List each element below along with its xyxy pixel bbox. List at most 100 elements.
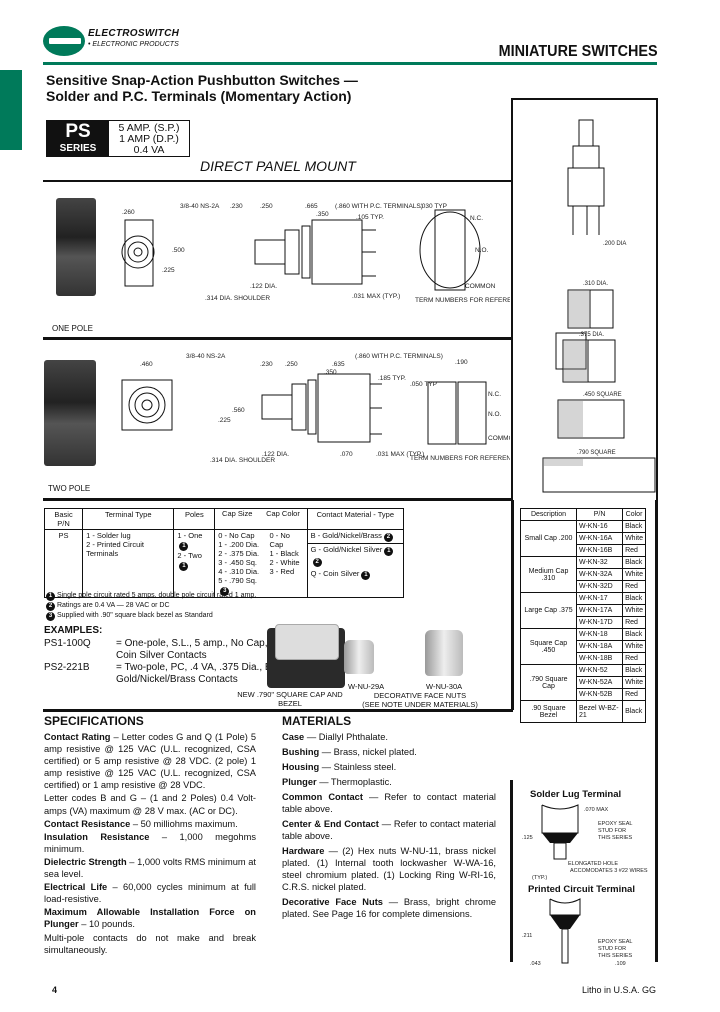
divider (655, 500, 658, 780)
svg-text:TERM NUMBERS FOR REFERENCE ONL: TERM NUMBERS FOR REFERENCE ONLY (410, 455, 510, 462)
svg-text:.109: .109 (615, 961, 626, 967)
square-cap-bezel-photo (267, 624, 345, 688)
one-pole-label: ONE POLE (52, 324, 93, 333)
svg-text:3/8-40 NS-2A: 3/8-40 NS-2A (180, 203, 220, 210)
svg-text:.225: .225 (218, 417, 231, 424)
divider (43, 180, 513, 182)
svg-text:COMMON: COMMON (488, 435, 510, 442)
svg-text:N.C.: N.C. (488, 391, 501, 398)
svg-text:.031 MAX (TYP.): .031 MAX (TYP.) (352, 293, 400, 300)
svg-text:.450 SQUARE: .450 SQUARE (583, 392, 622, 398)
cap-colors: 0 - No Cap 1 - Black 2 - White 3 - Red (266, 529, 308, 598)
page-number: 4 (52, 985, 58, 995)
svg-text:.105 TYP.: .105 TYP. (356, 214, 384, 221)
svg-text:.560: .560 (232, 407, 245, 414)
svg-text:.314 DIA. SHOULDER: .314 DIA. SHOULDER (210, 457, 275, 464)
svg-text:.122 DIA.: .122 DIA. (250, 283, 277, 290)
svg-text:.125: .125 (522, 835, 533, 841)
svg-text:.310 DIA.: .310 DIA. (583, 281, 608, 287)
note-1-icon: 1 (179, 562, 189, 571)
section-tab (0, 70, 22, 150)
rating-va: 0.4 VA (133, 144, 165, 156)
svg-text:.190: .190 (455, 359, 468, 366)
footnotes: 1 Single pole circuit rated 5 amps, doub… (44, 591, 256, 621)
terminal-types: 1 - Solder lug 2 - Printed Circuit Termi… (82, 529, 175, 598)
svg-text:(.860 WITH P.C. TERMINALS): (.860 WITH P.C. TERMINALS) (355, 353, 443, 360)
svg-text:TERM NUMBERS FOR REFERENCE ONL: TERM NUMBERS FOR REFERENCE ONLY (415, 297, 510, 304)
col-header: Basic P/N (43, 508, 84, 530)
note-1-icon: 1 (179, 542, 189, 551)
svg-text:.500: .500 (172, 247, 185, 254)
svg-text:.050 TYP: .050 TYP (410, 381, 437, 388)
svg-text:.635: .635 (332, 361, 345, 368)
cap-diagram-panel: .200 DIA .310 DIA. .375 DIA. .450 SQUARE… (511, 98, 658, 508)
svg-text:.350: .350 (316, 211, 329, 218)
title-line-2: Solder and P.C. Terminals (Momentary Act… (46, 88, 352, 104)
brand-name: ELECTROSWITCH (88, 28, 180, 39)
title-line-1: Sensitive Snap-Action Pushbutton Switche… (46, 72, 358, 88)
svg-text:N.O.: N.O. (488, 411, 502, 418)
svg-text:.225: .225 (162, 267, 175, 274)
svg-text:EPOXY SEAL: EPOXY SEAL (598, 939, 632, 945)
divider (510, 780, 513, 962)
note-1-icon: 1 (384, 547, 394, 556)
svg-text:.070 MAX: .070 MAX (584, 807, 608, 813)
svg-text:.230: .230 (230, 203, 243, 210)
poles: 1 - One1 2 - Two1 (173, 529, 216, 598)
svg-text:.230: .230 (260, 361, 273, 368)
svg-text:(TYP.): (TYP.) (532, 875, 547, 881)
switch-cross-section-icon: .200 DIA .310 DIA. .375 DIA. .450 SQUARE… (542, 119, 656, 493)
series-code: PS (65, 121, 91, 142)
pc-terminal-title: Printed Circuit Terminal (528, 884, 635, 895)
svg-text:.250: .250 (285, 361, 298, 368)
svg-text:STUD FOR: STUD FOR (598, 946, 626, 952)
series-label: SERIES (59, 143, 97, 154)
header-divider (43, 62, 657, 65)
rating-dp: 1 AMP (D.P.) (119, 133, 179, 145)
svg-text:ELONGATED HOLE: ELONGATED HOLE (568, 861, 618, 867)
specifications-title: SPECIFICATIONS (44, 714, 144, 728)
svg-text:.211: .211 (522, 933, 532, 939)
brand-subtitle: • ELECTRONIC PRODUCTS (88, 41, 179, 48)
materials-list: Case — Diallyl Phthalate. Bushing — Bras… (282, 732, 497, 919)
divider (43, 709, 513, 712)
note-2-icon: 2 (46, 602, 55, 611)
note-2-icon: 2 (312, 558, 322, 567)
electroswitch-logo-icon (43, 26, 85, 56)
note-2-icon: 2 (383, 533, 393, 542)
nuts-caption: DECORATIVE FACE NUTS(SEE NOTE UNDER MATE… (362, 691, 478, 709)
svg-text:THIS SERIES: THIS SERIES (598, 953, 633, 959)
svg-text:3/8-40 NS-2A: 3/8-40 NS-2A (186, 353, 226, 360)
divider (43, 337, 513, 340)
series-badge: PS SERIES 5 AMP. (S.P.) 1 AMP (D.P.) 0.4… (46, 120, 190, 157)
nut-2-label: W-NU-30A (426, 682, 463, 691)
svg-text:ACCOMODATES 3 #22 WIRES: ACCOMODATES 3 #22 WIRES (570, 868, 648, 874)
face-nut-30a-photo (425, 630, 463, 676)
page-title: Sensitive Snap-Action Pushbutton Switche… (46, 72, 358, 104)
solder-lug-title: Solder Lug Terminal (530, 789, 622, 800)
mount-type: DIRECT PANEL MOUNT (200, 158, 356, 174)
two-pole-label: TWO POLE (48, 484, 91, 493)
divider (655, 780, 658, 962)
divider (511, 500, 514, 710)
cap-dim-200: .200 DIA (603, 241, 626, 247)
note-1-icon: 1 (361, 571, 371, 580)
rating-sp: 5 AMP. (S.P.) (118, 122, 180, 134)
svg-text:N.O.: N.O. (475, 247, 489, 254)
svg-text:.070: .070 (340, 451, 353, 458)
one-pole-switch-photo (56, 198, 96, 296)
svg-text:EPOXY SEAL: EPOXY SEAL (598, 821, 632, 827)
divider (43, 498, 513, 501)
face-nut-29a-photo (344, 640, 374, 674)
note-3-icon: 3 (46, 612, 55, 621)
svg-text:COMMON: COMMON (465, 283, 496, 290)
svg-text:.790 SQUARE: .790 SQUARE (577, 450, 616, 456)
note-1-icon: 1 (46, 592, 55, 601)
svg-text:THIS SERIES: THIS SERIES (598, 835, 633, 841)
examples-list: PS1-100Q= One-pole, S.L., 5 amp., No Cap… (44, 638, 317, 685)
svg-text:.122 DIA.: .122 DIA. (262, 451, 289, 458)
